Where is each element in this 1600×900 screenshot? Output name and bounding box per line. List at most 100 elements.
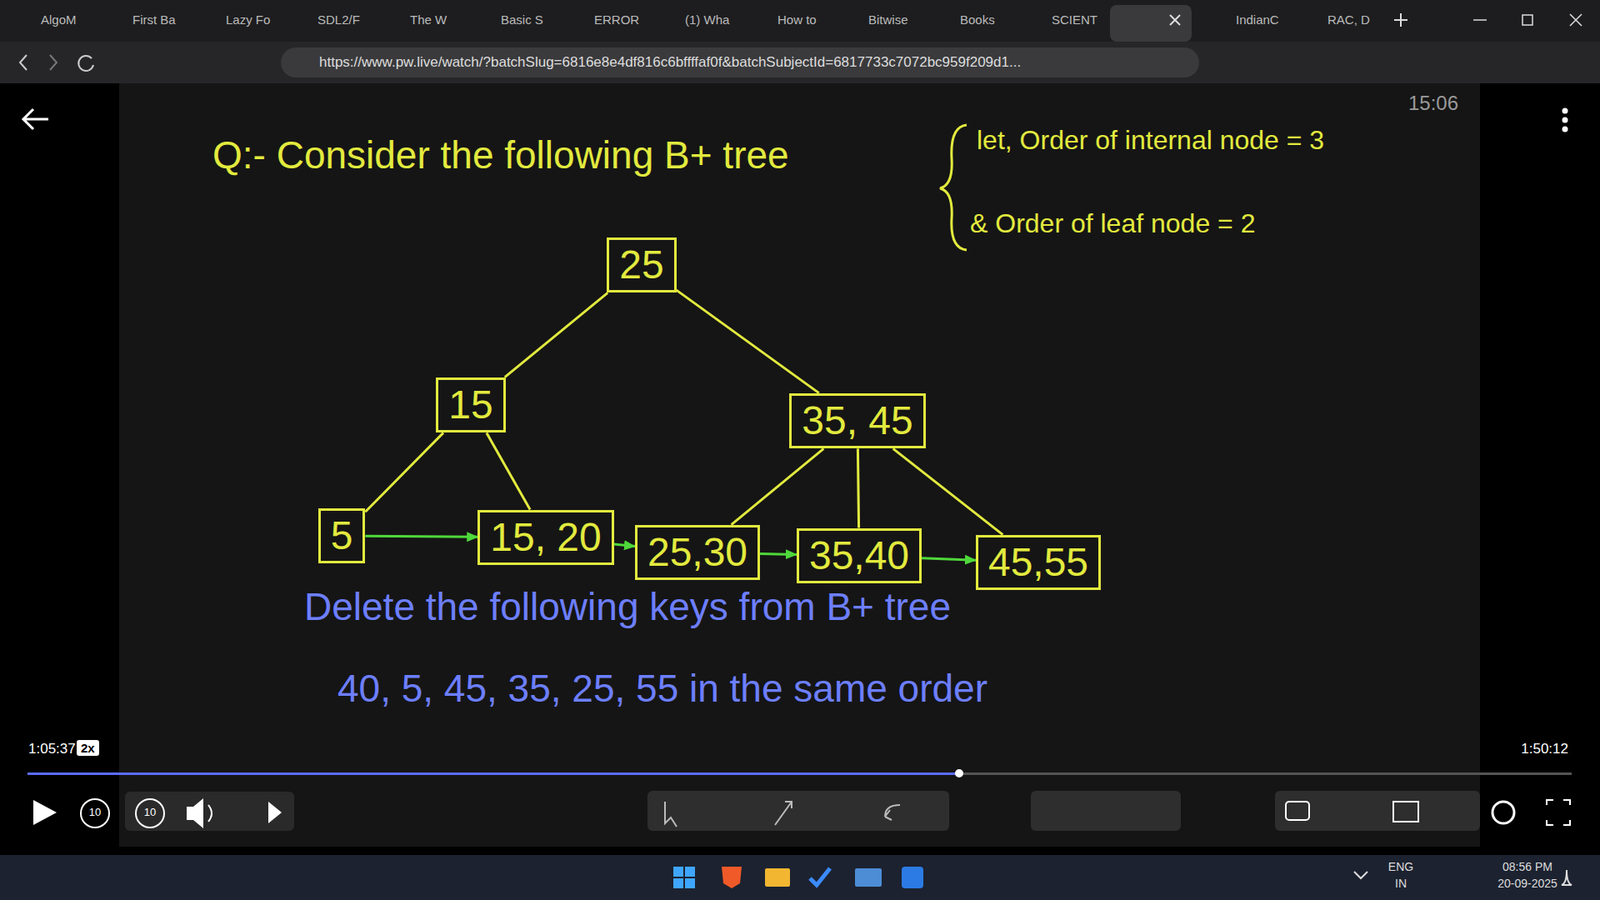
tab-title: How to [777, 12, 817, 27]
player-back [23, 109, 49, 130]
restore [1522, 15, 1533, 25]
fullscreen-icon [1546, 800, 1570, 825]
node-keys: 35,40 [809, 533, 910, 578]
internal-node: 25 [606, 237, 676, 294]
progress-thumb [955, 769, 964, 778]
pointer-tool [665, 801, 677, 827]
task-text: 40, 5, 45, 35, 25, 55 in the same order [337, 666, 988, 711]
tab-title: RAC, D [1327, 12, 1370, 27]
tree-pointer-line [505, 292, 608, 377]
active-tab [1110, 5, 1192, 42]
tab-close [1170, 15, 1180, 25]
menu-dot [1562, 126, 1569, 133]
tab-title: AlgoM [40, 12, 77, 27]
brace [940, 125, 967, 250]
clock-time: 08:56 PM [1502, 860, 1553, 874]
tab-title: First Ba [132, 12, 176, 27]
volume-icon [186, 798, 204, 829]
leaf-node: 25,30 [635, 525, 760, 581]
new-tab [1394, 13, 1408, 27]
url-field [280, 47, 1200, 78]
leaf-link-arrow [365, 535, 478, 537]
language-indicator: ENG [1388, 860, 1414, 874]
skip-number: 10 [144, 806, 156, 820]
start-icon [685, 878, 695, 889]
task-text: Delete the following keys from B+ tree [304, 585, 951, 630]
tab-title: The W [410, 12, 447, 27]
node-keys: 45,55 [988, 540, 1089, 585]
leaf-link-arrow [921, 558, 976, 560]
tree-pointer-line [676, 290, 820, 393]
minimize [1473, 19, 1487, 21]
play-button [33, 800, 57, 825]
video-frame [119, 83, 1480, 847]
chat-icon [1285, 801, 1310, 820]
board-time: 15:06 [1408, 91, 1459, 115]
pip-icon [1393, 801, 1419, 822]
notification-bell [1561, 870, 1572, 885]
url-text: https://www.pw.live/watch/?batchSlug=681… [319, 54, 1021, 71]
forward-icon [135, 799, 165, 828]
skip-number: 10 [89, 806, 101, 820]
tab-title: Basic S [500, 12, 544, 27]
node-keys: 25 [619, 242, 664, 287]
address-bar [0, 41, 1600, 84]
tool-panel [1275, 790, 1480, 831]
start-icon [673, 878, 684, 889]
brave-icon [721, 866, 742, 889]
keyboard-icon [855, 868, 882, 887]
draw-toolbar [647, 790, 950, 831]
tab-title: Books [960, 12, 995, 27]
leaf-node: 35,40 [796, 528, 922, 585]
undo-tool [885, 805, 900, 820]
tool-panel [1030, 790, 1181, 831]
order-note: & Order of leaf node = 2 [970, 208, 1255, 240]
tab-title: ERROR [594, 12, 640, 27]
app-icon [901, 866, 924, 889]
node-keys: 25,30 [647, 530, 748, 575]
internal-node: 15 [435, 377, 505, 434]
order-note: let, Order of internal node = 3 [976, 125, 1325, 156]
tree-pointer-line [365, 432, 444, 512]
node-keys: 35, 45 [801, 398, 913, 443]
settings-icon [1492, 801, 1515, 824]
leaf-link-arrow [614, 544, 635, 546]
tray-chevron [1354, 871, 1368, 879]
tree-pointer-line [486, 432, 530, 510]
tab-title: (1) Wha [685, 12, 730, 27]
clock-date: 20-09-2025 [1497, 876, 1558, 890]
arrow-tool [775, 801, 792, 825]
reload-button [78, 55, 94, 71]
node-keys: 15, 20 [490, 515, 601, 560]
speed-badge: 2x [76, 740, 100, 756]
progress-track [27, 772, 1572, 775]
forward-button [50, 55, 57, 70]
tab-title: SDL2/F [317, 12, 360, 27]
controls-panel [125, 791, 295, 831]
tab-bar [0, 0, 1600, 42]
close-window [1570, 14, 1582, 26]
question-title: Q:- Consider the following B+ tree [212, 133, 790, 178]
leaf-node: 5 [318, 508, 366, 565]
start-icon [685, 866, 695, 877]
total-time: 1:50:12 [1520, 740, 1569, 758]
next-button [268, 801, 282, 824]
internal-node: 35, 45 [789, 393, 925, 450]
menu-dot [1562, 117, 1569, 124]
elapsed-time: 1:05:37 [28, 740, 76, 758]
node-keys: 15 [448, 382, 493, 427]
rewind-icon [80, 799, 110, 828]
tab-title: Lazy Fo [225, 12, 270, 27]
folder-icon [765, 868, 790, 887]
tree-pointer-line [893, 448, 1004, 535]
tab-title: Bitwise [868, 12, 909, 27]
back-button [20, 55, 27, 70]
node-keys: 5 [330, 513, 354, 558]
taskbar [0, 855, 1600, 900]
progress-played [27, 772, 960, 775]
todo-icon [810, 868, 830, 885]
tab-title: SCIENT [1051, 12, 1098, 27]
language-indicator: IN [1395, 876, 1407, 890]
leaf-node: 15, 20 [477, 510, 614, 566]
